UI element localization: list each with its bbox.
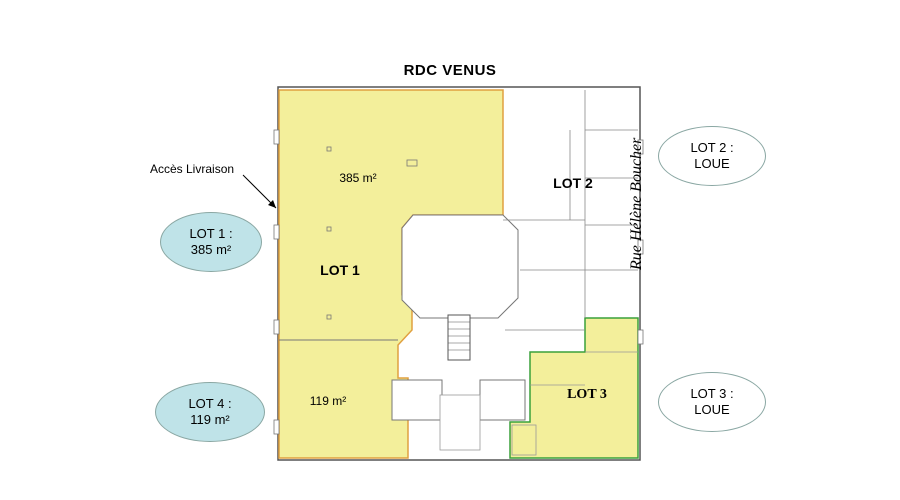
lot2-bubble-line2: LOUE	[694, 156, 730, 171]
core-lobby	[439, 394, 481, 451]
lot4-bubble-line2: 119 m²	[190, 412, 230, 427]
lot4-bubble-line1: LOT 4 :	[188, 396, 232, 411]
street-name: Rue Hélène Boucher	[628, 137, 645, 270]
lot2-bubble-line1: LOT 2 :	[690, 140, 734, 155]
lot2-partitions	[503, 90, 638, 331]
central-hall	[401, 214, 519, 319]
lot4-area-label: 119 m²	[310, 394, 346, 408]
lot3-bubble: LOT 3 : LOUE	[658, 372, 766, 432]
lot3-bubble-line1: LOT 3 :	[690, 386, 734, 401]
lot1-bubble-line2: 385 m²	[190, 242, 232, 257]
core-rooms-left	[391, 379, 443, 421]
plan-title: RDC VENUS	[403, 62, 497, 79]
lot3-bubble-line2: LOUE	[694, 402, 730, 417]
lot2-bubble: LOT 2 : LOUE	[658, 126, 766, 186]
lot1-area-label: 385 m²	[339, 171, 376, 185]
windows	[273, 129, 644, 435]
lot4-bubble: LOT 4 : 119 m²	[155, 382, 265, 442]
lot1-bubble-line1: LOT 1 :	[189, 226, 233, 241]
lot2-label: LOT 2	[553, 175, 593, 191]
acces-livraison-label: Accès Livraison	[150, 162, 235, 176]
core-rooms-right	[479, 379, 526, 421]
lot3-label: LOT 3	[567, 387, 607, 402]
lot1-label: LOT 1	[320, 262, 360, 278]
lot1-bubble: LOT 1 : 385 m²	[160, 212, 262, 272]
staircase	[447, 314, 471, 361]
lot3-area	[509, 317, 639, 459]
